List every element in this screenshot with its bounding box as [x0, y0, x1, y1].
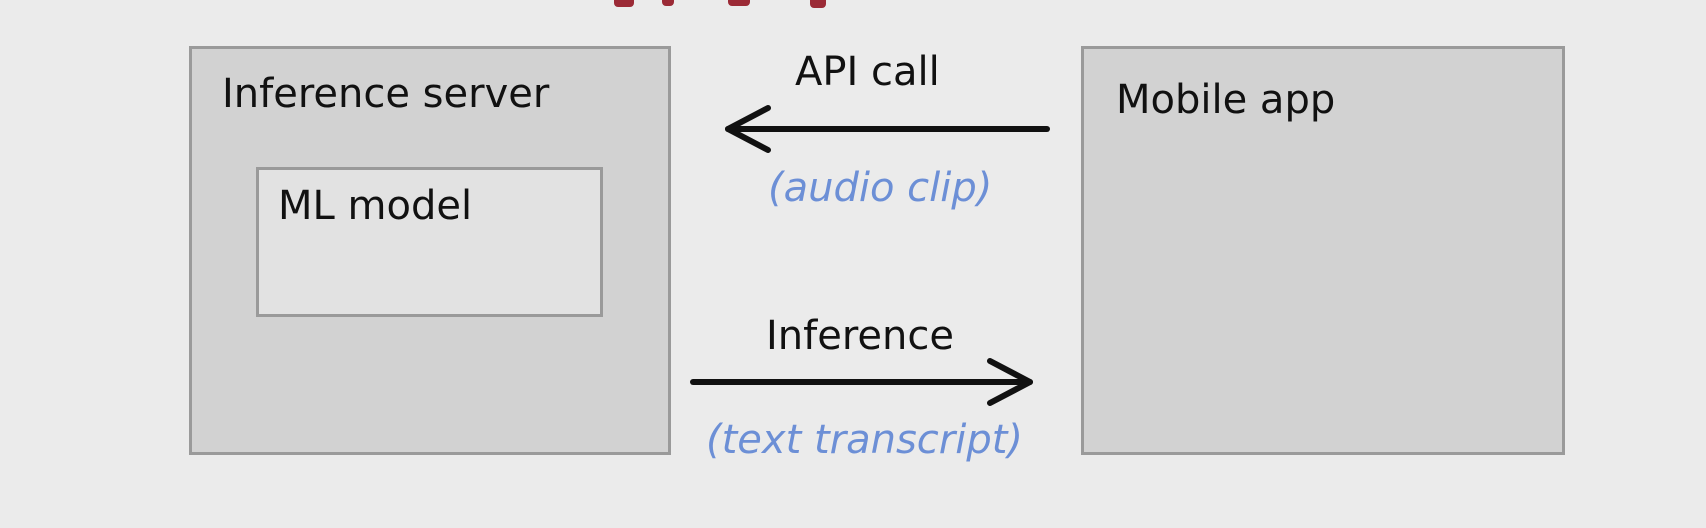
text-transcript-label: (text transcript) — [706, 417, 1024, 463]
inference-arrow — [690, 358, 1033, 406]
api-call-label: API call — [795, 49, 940, 95]
inference-server-label: Inference server — [222, 71, 550, 117]
api-call-arrow — [725, 105, 1050, 153]
ml-model-label: ML model — [278, 183, 473, 229]
ml-model-box — [256, 167, 603, 317]
audio-clip-label: (audio clip) — [768, 165, 993, 211]
inference-label: Inference — [766, 313, 954, 359]
mobile-app-label: Mobile app — [1116, 77, 1336, 123]
mobile-app-box — [1081, 46, 1565, 455]
cropped-title-fragment — [600, 0, 1120, 8]
